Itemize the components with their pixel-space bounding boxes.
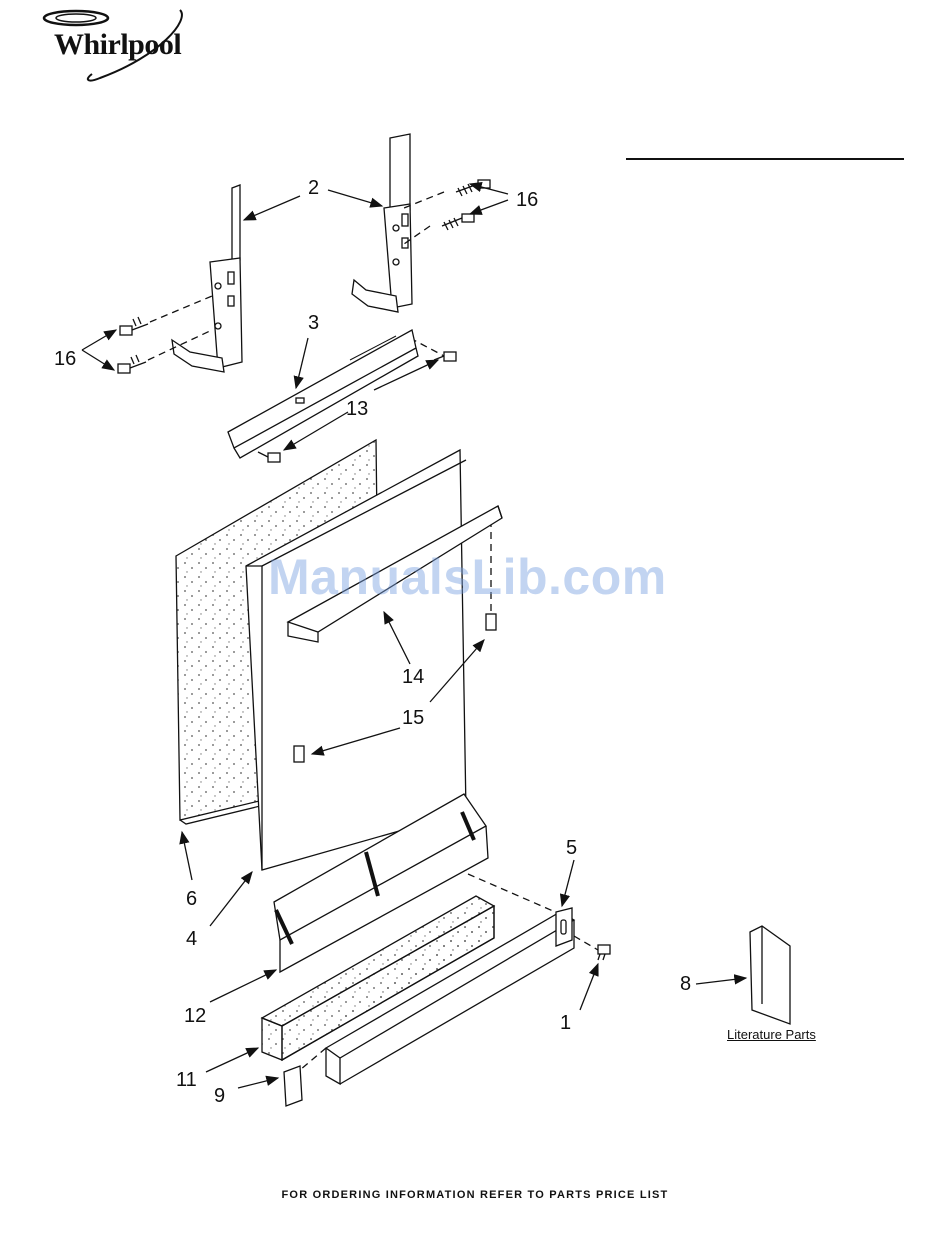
callout-1: 8 — [680, 974, 691, 994]
literature-parts-label: Literature Parts — [727, 1027, 816, 1042]
callout-9: 9 — [214, 1086, 225, 1106]
callout-14: 14 — [402, 667, 424, 687]
callout-13: 13 — [346, 399, 368, 419]
screw-13-left — [258, 452, 280, 462]
callout-2: 2 — [308, 178, 319, 198]
callout-5: 12 — [184, 1006, 206, 1026]
callout-3: 3 — [308, 313, 319, 333]
handle-spacer-lower — [294, 746, 304, 762]
watermark: ManualsLib.com — [268, 548, 667, 606]
callout-4: 4 — [186, 929, 197, 949]
screw-16-left-b — [118, 355, 146, 373]
callout-8: 5 — [566, 838, 577, 858]
hinge-bracket-right — [352, 134, 412, 312]
screw-12 — [598, 945, 610, 960]
callout-6: 6 — [186, 889, 197, 909]
literature-booklet — [750, 926, 790, 1024]
footer-note: FOR ORDERING INFORMATION REFER TO PARTS … — [0, 1189, 950, 1201]
clip — [284, 1066, 302, 1106]
screw-16-upper-b — [442, 214, 474, 230]
screw-16-left-a — [120, 317, 148, 335]
callout-11: 11 — [176, 1070, 197, 1090]
mounting-rail — [228, 330, 418, 458]
callout-16-left: 16 — [54, 349, 76, 369]
callout-12: 1 — [560, 1013, 571, 1033]
handle-spacer-upper — [486, 614, 496, 630]
callout-15: 15 — [402, 708, 424, 728]
callout-16-upper: 16 — [516, 190, 538, 210]
